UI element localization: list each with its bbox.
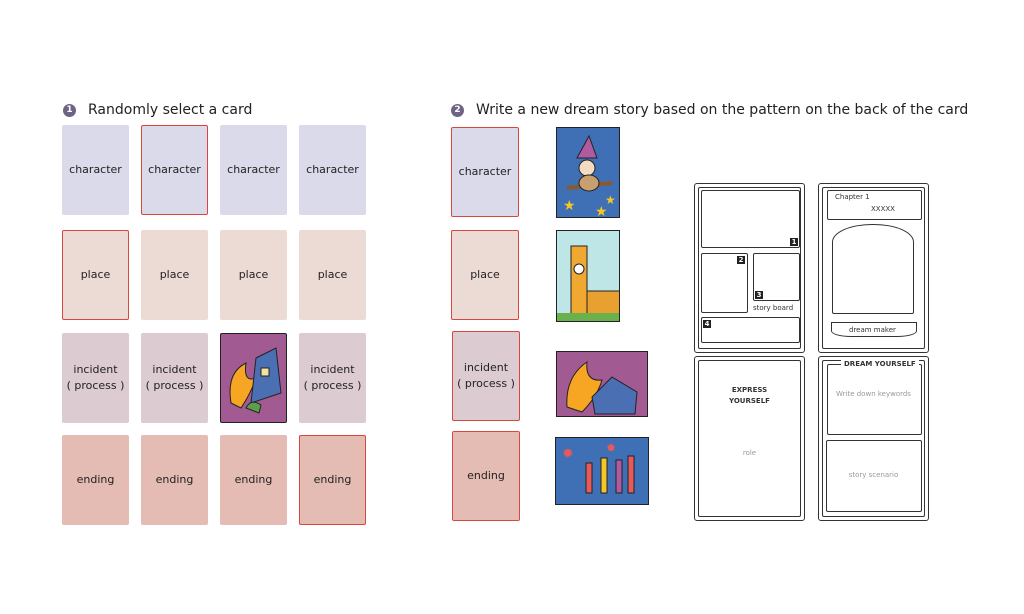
process-text: ( process ) [457, 377, 515, 390]
svg-text:★: ★ [605, 193, 616, 207]
step2-title: Write a new dream story based on the pat… [476, 102, 969, 118]
card-label: character [69, 162, 122, 176]
incident-text: incident [310, 362, 355, 376]
step2-heading: 2 Write a new dream story based on the pa… [451, 102, 968, 118]
card-place[interactable]: place [299, 230, 366, 320]
card-label: place [317, 267, 348, 281]
burning-house-illustration [229, 347, 282, 414]
card-label: ending [467, 468, 505, 482]
incident-text: incident [73, 362, 118, 376]
storyboard-caption: story board [753, 304, 794, 312]
incident-text: incident [463, 360, 509, 374]
card-ending[interactable]: ending [62, 435, 129, 525]
card-label: incident ( process ) [146, 362, 204, 395]
card-label: incident ( process ) [67, 362, 125, 395]
process-text: ( process ) [66, 379, 125, 392]
keywords-hint: Write down keywords [836, 390, 911, 398]
svg-text:✹: ✹ [606, 441, 616, 455]
fireworks-illustration: ✹✹ [555, 437, 649, 505]
card-character[interactable]: character [220, 125, 287, 215]
step-number-badge: 1 [63, 103, 76, 117]
step-number-badge: 2 [451, 103, 464, 117]
card-label: place [238, 267, 269, 281]
scenario-hint: story scenario [848, 471, 899, 479]
clock-tower-illustration [556, 230, 620, 322]
chapter-template: Chapter 1 XXXXX dream maker [818, 183, 929, 353]
step1-heading: 1 Randomly select a card [63, 102, 252, 118]
card-label: character [458, 164, 512, 178]
card-label: ending [76, 472, 115, 486]
card-label: incident ( process ) [304, 362, 362, 395]
burning-house-illustration [556, 351, 648, 417]
express-title: YOURSELF [729, 397, 770, 405]
card-label: character [306, 162, 359, 176]
role-hint: role [742, 449, 757, 457]
card-character[interactable]: character [299, 125, 366, 215]
card-label: character [148, 162, 201, 176]
card-character[interactable]: character [62, 125, 129, 215]
dream-yourself-template: DREAM YOURSELF Write down keywords story… [818, 356, 929, 521]
card-label: incident ( process ) [457, 360, 515, 393]
selected-card-place[interactable]: place [451, 230, 519, 320]
card-character-selected[interactable]: character [141, 125, 208, 215]
process-text: ( process ) [303, 379, 362, 392]
card-incident-flipped-burning-house[interactable] [220, 333, 287, 423]
panel-number: 2 [737, 256, 745, 264]
card-incident[interactable]: incident ( process ) [62, 333, 129, 423]
express-yourself-template: EXPRESS YOURSELF role [694, 356, 805, 521]
card-label: place [470, 267, 500, 281]
card-incident[interactable]: incident ( process ) [141, 333, 208, 423]
card-label: character [227, 162, 280, 176]
chapter-label: Chapter 1 [835, 193, 870, 201]
dream-maker-banner: dream maker [849, 326, 896, 334]
incident-text: incident [152, 362, 197, 376]
process-text: ( process ) [145, 379, 204, 392]
card-place-selected[interactable]: place [62, 230, 129, 320]
chapter-title: XXXXX [871, 205, 895, 213]
storyboard-template: 1 2 3 story board 4 [694, 183, 805, 353]
card-ending[interactable]: ending [220, 435, 287, 525]
express-title: EXPRESS [731, 386, 768, 394]
card-place[interactable]: place [141, 230, 208, 320]
card-label: ending [155, 472, 194, 486]
card-label: place [159, 267, 190, 281]
panel-number: 1 [790, 238, 798, 246]
dream-title: DREAM YOURSELF [841, 360, 919, 368]
card-label: place [80, 267, 111, 281]
svg-text:★: ★ [595, 204, 608, 218]
panel-number: 4 [703, 320, 711, 328]
card-ending[interactable]: ending [141, 435, 208, 525]
svg-text:★: ★ [563, 198, 576, 214]
selected-card-character[interactable]: character [451, 127, 519, 217]
selected-card-incident[interactable]: incident ( process ) [452, 331, 520, 421]
card-incident[interactable]: incident ( process ) [299, 333, 366, 423]
card-label: ending [234, 472, 273, 486]
card-ending-selected[interactable]: ending [299, 435, 366, 525]
step1-title: Randomly select a card [88, 102, 253, 118]
card-place[interactable]: place [220, 230, 287, 320]
panel-number: 3 [755, 291, 763, 299]
card-label: ending [313, 472, 352, 486]
witch-illustration: ★★★ [556, 127, 620, 218]
selected-card-ending[interactable]: ending [452, 431, 520, 521]
svg-text:✹: ✹ [562, 446, 574, 462]
